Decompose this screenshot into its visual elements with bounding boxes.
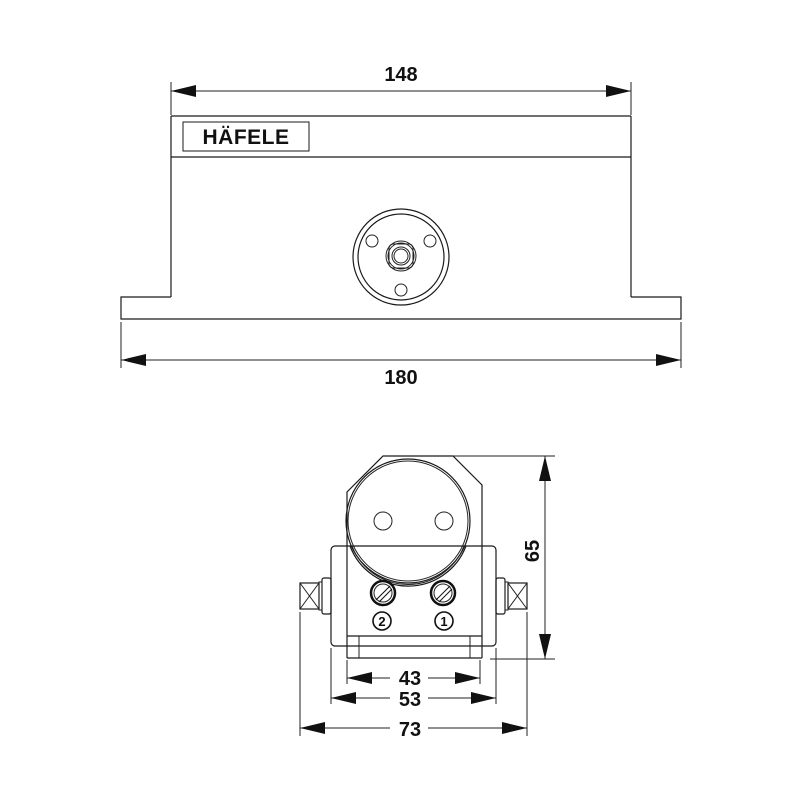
- brand-logo-text: HÄFELE: [203, 126, 290, 149]
- spindle-plate: [352, 208, 450, 306]
- dimension-label-53: 53: [399, 689, 421, 711]
- dimension-180: 180: [120, 322, 682, 389]
- dimension-label-180: 180: [384, 367, 417, 389]
- dimension-43: 43: [346, 660, 481, 690]
- side-view: 2 1: [299, 455, 555, 741]
- adjustment-screw-2: 2: [369, 579, 397, 631]
- dimension-label-43: 43: [399, 668, 421, 690]
- upper-housing: [345, 455, 483, 658]
- dimension-label-73: 73: [399, 719, 421, 741]
- dimension-73: 73: [299, 612, 528, 741]
- adjustment-screw-1: 1: [429, 579, 457, 631]
- dimension-label-65: 65: [522, 540, 544, 562]
- hafele-logo: HÄFELE: [182, 121, 310, 152]
- dimension-65: 65: [453, 455, 555, 660]
- left-valve-nut: [299, 577, 332, 615]
- front-view: 148 HÄFELE: [120, 64, 682, 389]
- screw-label-1: 1: [440, 614, 447, 629]
- dimension-53: 53: [330, 648, 497, 711]
- right-valve-nut: [495, 577, 528, 615]
- lower-body: [330, 545, 497, 659]
- closer-body-front: [120, 115, 682, 320]
- dimension-label-148: 148: [384, 64, 417, 86]
- dimension-148: 148: [170, 64, 632, 115]
- screw-label-2: 2: [378, 614, 385, 629]
